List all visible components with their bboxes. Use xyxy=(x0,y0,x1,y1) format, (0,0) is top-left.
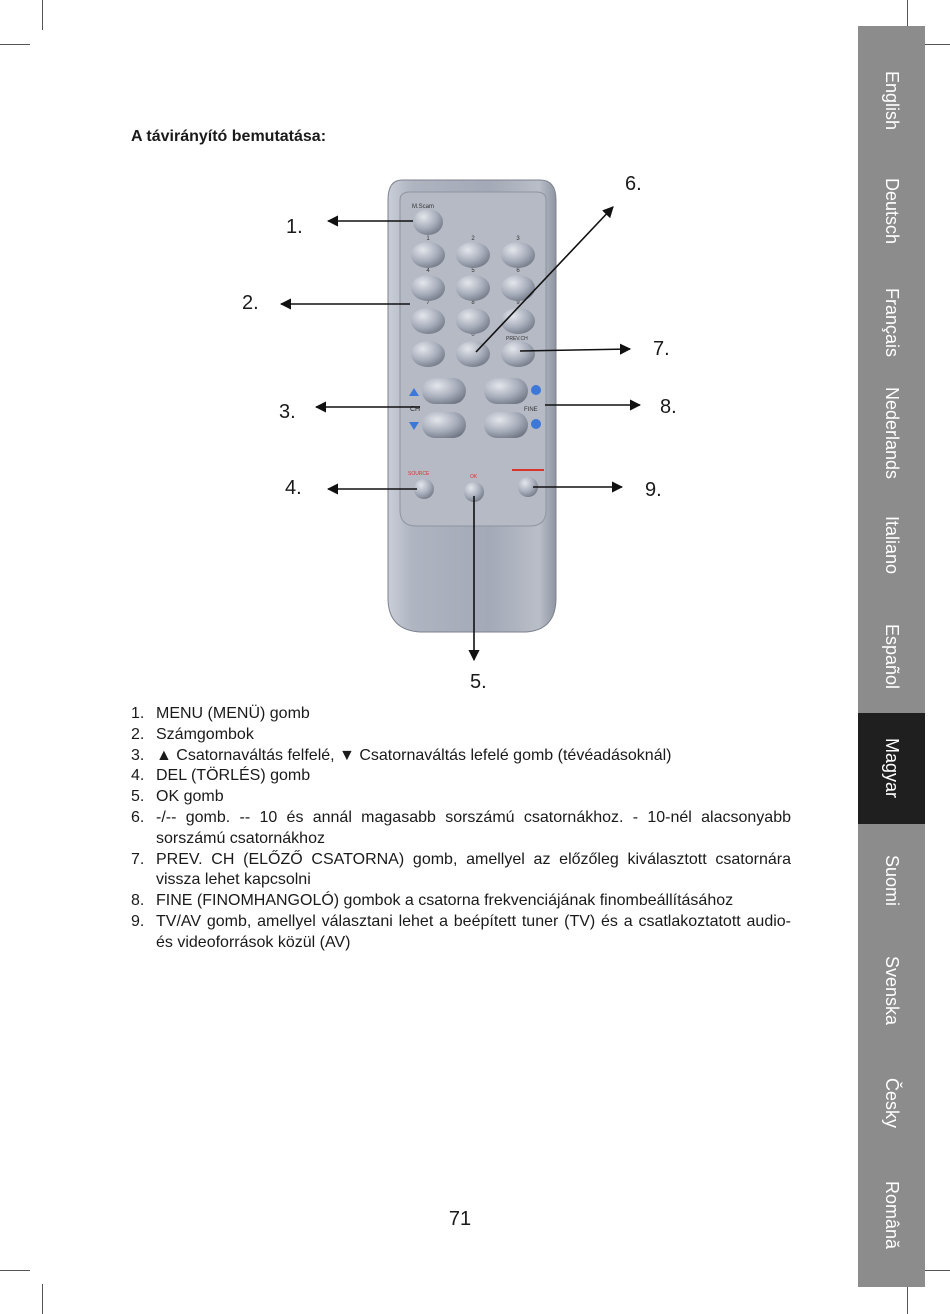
menu-button-label: M.Scam xyxy=(412,204,434,210)
lang-tab-francais[interactable]: Français xyxy=(858,258,925,388)
list-item: 6. -/-- gomb. -- 10 és annál magasabb sor… xyxy=(131,808,791,850)
number-button xyxy=(456,341,490,367)
number-button xyxy=(411,308,445,334)
list-item-number: 7. xyxy=(131,850,144,871)
lang-label: Français xyxy=(881,288,902,357)
list-item-text: FINE (FINOMHANGOLÓ) gombok a csatorna fr… xyxy=(156,891,791,912)
list-item: 2. Számgombok xyxy=(131,725,791,746)
list-item-number: 1. xyxy=(131,704,144,725)
callout-label-8: 8. xyxy=(660,396,677,418)
list-item-number: 6. xyxy=(131,808,144,829)
fine-up-button xyxy=(484,378,528,404)
lang-label: Magyar xyxy=(881,738,902,798)
lang-label: English xyxy=(881,71,902,130)
number-button xyxy=(411,242,445,268)
crop-mark xyxy=(0,1270,30,1271)
list-item: 1. MENU (MENÜ) gomb xyxy=(131,704,791,725)
list-item: 8. FINE (FINOMHANGOLÓ) gombok a csatorna … xyxy=(131,891,791,912)
lang-tab-italiano[interactable]: Italiano xyxy=(858,480,925,610)
list-item-number: 9. xyxy=(131,912,144,933)
callout-label-3: 3. xyxy=(279,401,296,423)
lang-label: Deutsch xyxy=(881,178,902,244)
source-label: SOURCE xyxy=(408,471,430,477)
ok-label: OK xyxy=(470,474,478,480)
lang-label: Česky xyxy=(881,1078,902,1128)
list-item-number: 5. xyxy=(131,787,144,808)
list-item: 4. DEL (TÖRLÉS) gomb xyxy=(131,766,791,787)
fine-down-button xyxy=(484,412,528,438)
callout-label-1: 1. xyxy=(286,216,303,238)
list-item-text: PREV. CH (ELŐZŐ CSATORNA) gomb, amellyel… xyxy=(156,850,791,892)
lang-tab-deutsch[interactable]: Deutsch xyxy=(858,146,925,276)
list-item: 9. TV/AV gomb, amellyel választani lehet … xyxy=(131,912,791,954)
lang-tab-magyar[interactable]: Magyar xyxy=(858,713,925,824)
lang-tab-svenska[interactable]: Svenska xyxy=(858,926,925,1056)
list-item-number: 8. xyxy=(131,891,144,912)
button-description-list: 1. MENU (MENÜ) gomb 2. Számgombok 3. ▲ Csat… xyxy=(131,704,791,954)
list-item-number: 2. xyxy=(131,725,144,746)
lang-label: Svenska xyxy=(881,956,902,1025)
callout-label-2: 2. xyxy=(242,292,259,314)
list-item-text: -/-- gomb. -- 10 és annál magasabb sorsz… xyxy=(156,808,791,850)
crop-mark xyxy=(42,1284,43,1314)
callout-label-7: 7. xyxy=(653,338,670,360)
list-item-text: DEL (TÖRLÉS) gomb xyxy=(156,766,791,787)
number-button xyxy=(456,308,490,334)
lang-label: Italiano xyxy=(881,516,902,574)
fine-label: FINE xyxy=(524,407,538,413)
channel-up-button xyxy=(422,378,466,404)
list-item-text: Számgombok xyxy=(156,725,791,746)
number-button xyxy=(501,242,535,268)
list-item: 5. OK gomb xyxy=(131,787,791,808)
lang-tab-espanol[interactable]: Español xyxy=(858,592,925,722)
lang-tab-nederlands[interactable]: Nederlands xyxy=(858,370,925,496)
list-item-text: ▲ Csatornaváltás felfelé, ▼ Csatornavált… xyxy=(156,746,791,767)
list-item-number: 3. xyxy=(131,746,144,767)
fine-minus-icon xyxy=(531,419,541,429)
number-button xyxy=(411,275,445,301)
callout-label-5: 5. xyxy=(470,671,487,693)
page-number: 71 xyxy=(430,1208,490,1231)
crop-mark xyxy=(907,1284,908,1314)
fine-plus-icon xyxy=(531,385,541,395)
list-item-text: OK gomb xyxy=(156,787,791,808)
list-item: 3. ▲ Csatornaváltás felfelé, ▼ Csatornavá… xyxy=(131,746,791,767)
callout-label-9: 9. xyxy=(645,479,662,501)
channel-down-button xyxy=(422,412,466,438)
number-button xyxy=(501,275,535,301)
list-item: 7. PREV. CH (ELŐZŐ CSATORNA) gomb, amelly… xyxy=(131,850,791,892)
lang-label: Română xyxy=(881,1181,902,1249)
lang-label: Español xyxy=(881,624,902,689)
language-sidebar: English Deutsch Français Nederlands Ital… xyxy=(858,26,925,1287)
menu-button xyxy=(413,209,443,235)
lang-label: Suomi xyxy=(881,855,902,906)
list-item-text: MENU (MENÜ) gomb xyxy=(156,704,791,725)
lang-tab-cesky[interactable]: Česky xyxy=(858,1038,925,1168)
lang-label: Nederlands xyxy=(881,387,902,479)
remote-control-figure: M.Scam 1 2 3 4 5 6 7 8 9 0 PREV.CH CH FI… xyxy=(0,0,950,720)
number-button xyxy=(456,275,490,301)
number-button xyxy=(456,242,490,268)
callout-label-4: 4. xyxy=(285,477,302,499)
callout-label-6: 6. xyxy=(625,173,642,195)
prev-ch-button xyxy=(501,341,535,367)
list-item-number: 4. xyxy=(131,766,144,787)
list-item-text: TV/AV gomb, amellyel választani lehet a … xyxy=(156,912,791,954)
lang-tab-romana[interactable]: Română xyxy=(858,1150,925,1280)
number-button xyxy=(411,341,445,367)
